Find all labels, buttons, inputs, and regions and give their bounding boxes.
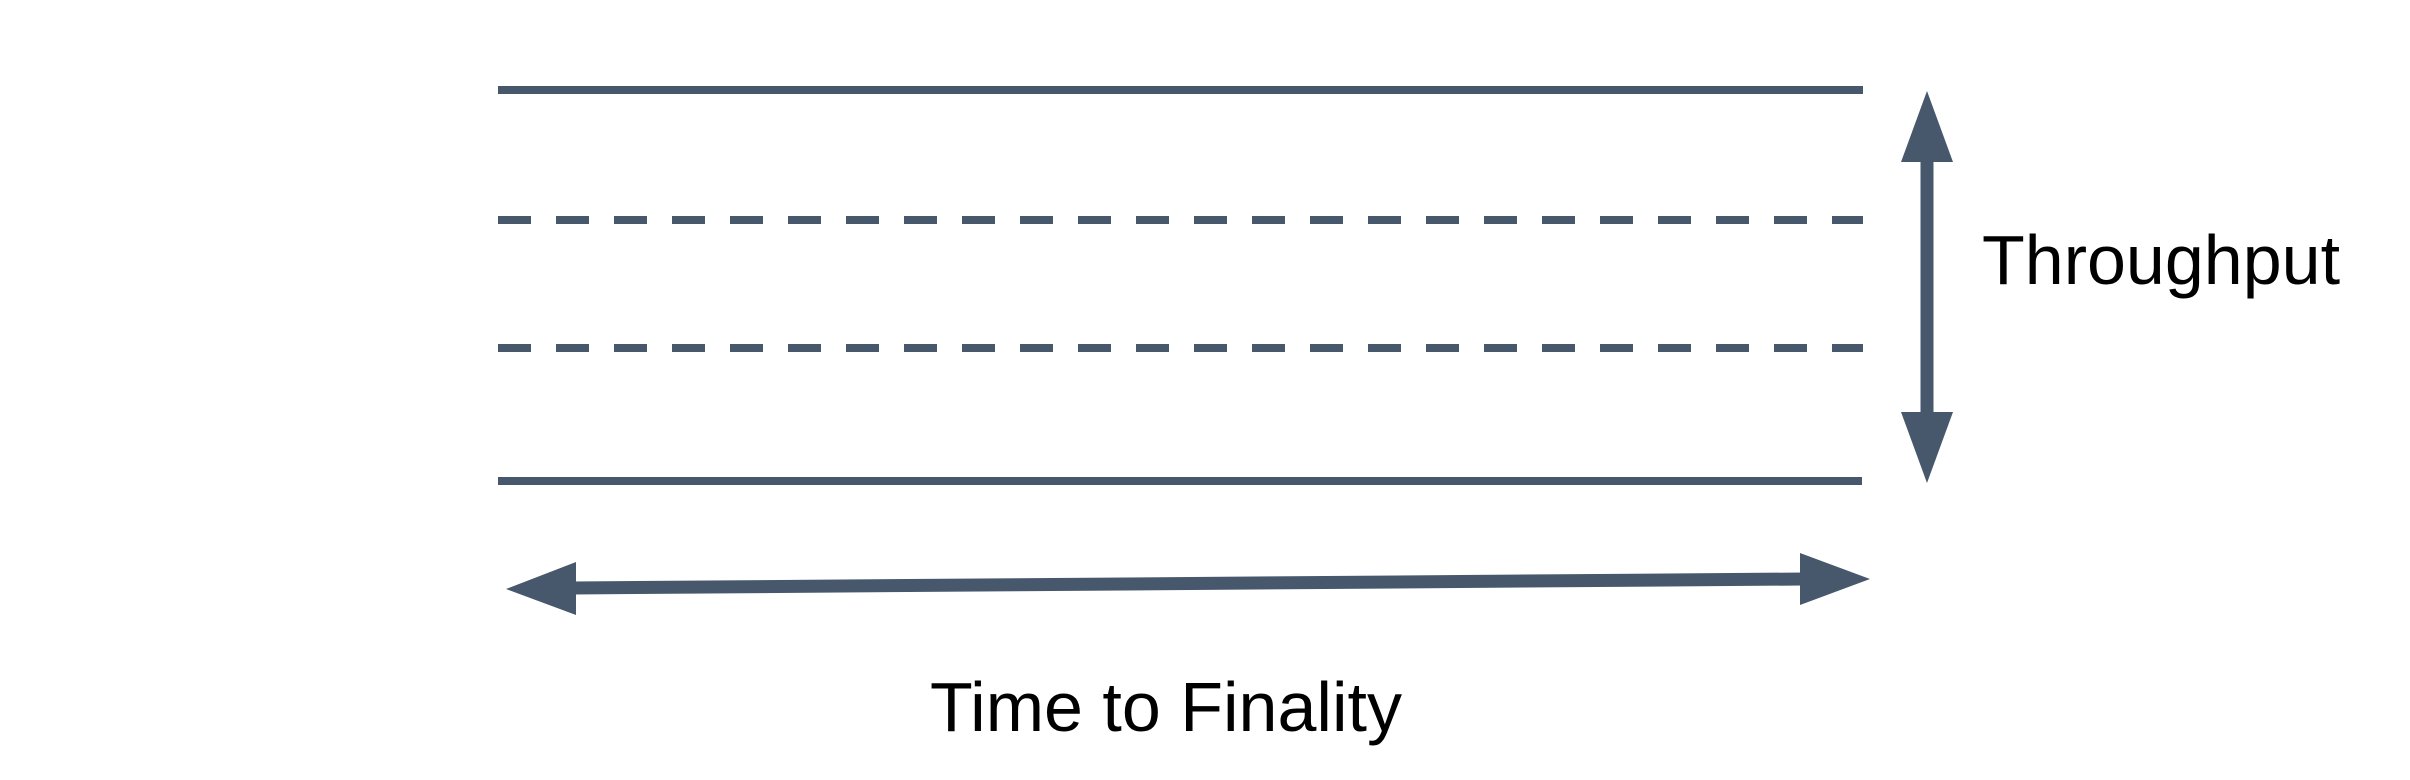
horizontal-arrow-head-right (1800, 553, 1870, 605)
vertical-double-arrow-icon (1901, 91, 1953, 483)
vertical-arrow-head-down (1901, 412, 1953, 483)
horizontal-double-arrow-icon (506, 553, 1870, 615)
horizontal-arrow-shaft (571, 572, 1805, 595)
vertical-arrow-head-up (1901, 91, 1953, 162)
throughput-label: Throughput (1982, 221, 2341, 299)
time-to-finality-label: Time to Finality (930, 668, 1402, 746)
horizontal-arrow-head-left (506, 562, 576, 615)
